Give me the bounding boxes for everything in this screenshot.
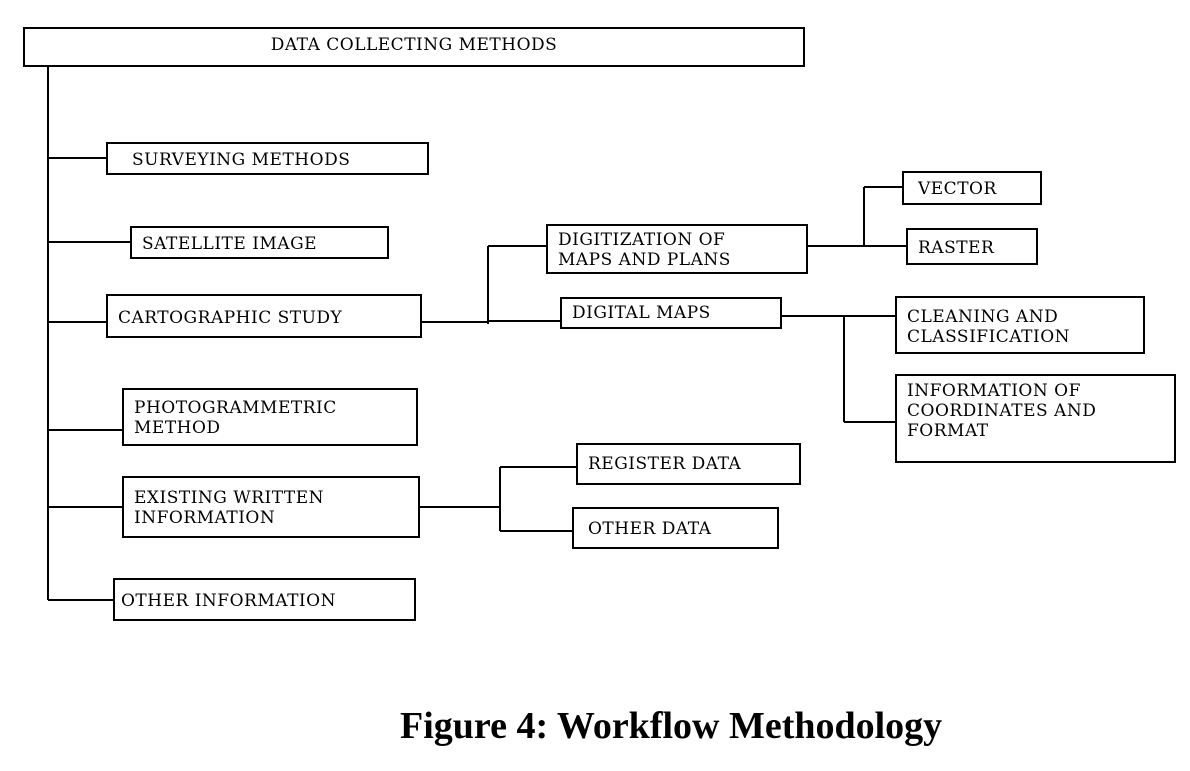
- photogrammetric-method-box: PHOTOGRAMMETRIC METHOD: [122, 388, 418, 446]
- vector-box: VECTOR: [902, 171, 1042, 205]
- raster-box: RASTER: [906, 228, 1038, 265]
- cartographic-study-box: CARTOGRAPHIC STUDY: [106, 294, 422, 338]
- coordinates-format-box: INFORMATION OF COORDINATES AND FORMAT: [895, 374, 1176, 463]
- digitization-box: DIGITIZATION OF MAPS AND PLANS: [546, 224, 808, 274]
- cleaning-classification-box: CLEANING AND CLASSIFICATION: [895, 296, 1145, 354]
- existing-written-information-box: EXISTING WRITTEN INFORMATION: [122, 476, 420, 538]
- surveying-methods-box: SURVEYING METHODS: [106, 142, 429, 175]
- other-information-box: OTHER INFORMATION: [113, 578, 416, 621]
- digital-maps-box: DIGITAL MAPS: [560, 297, 782, 329]
- register-data-box: REGISTER DATA: [576, 443, 801, 485]
- figure-caption: Figure 4: Workflow Methodology: [400, 705, 943, 747]
- root-box: DATA COLLECTING METHODS: [23, 27, 805, 67]
- satellite-image-box: SATELLITE IMAGE: [130, 226, 389, 259]
- other-data-box: OTHER DATA: [572, 507, 779, 549]
